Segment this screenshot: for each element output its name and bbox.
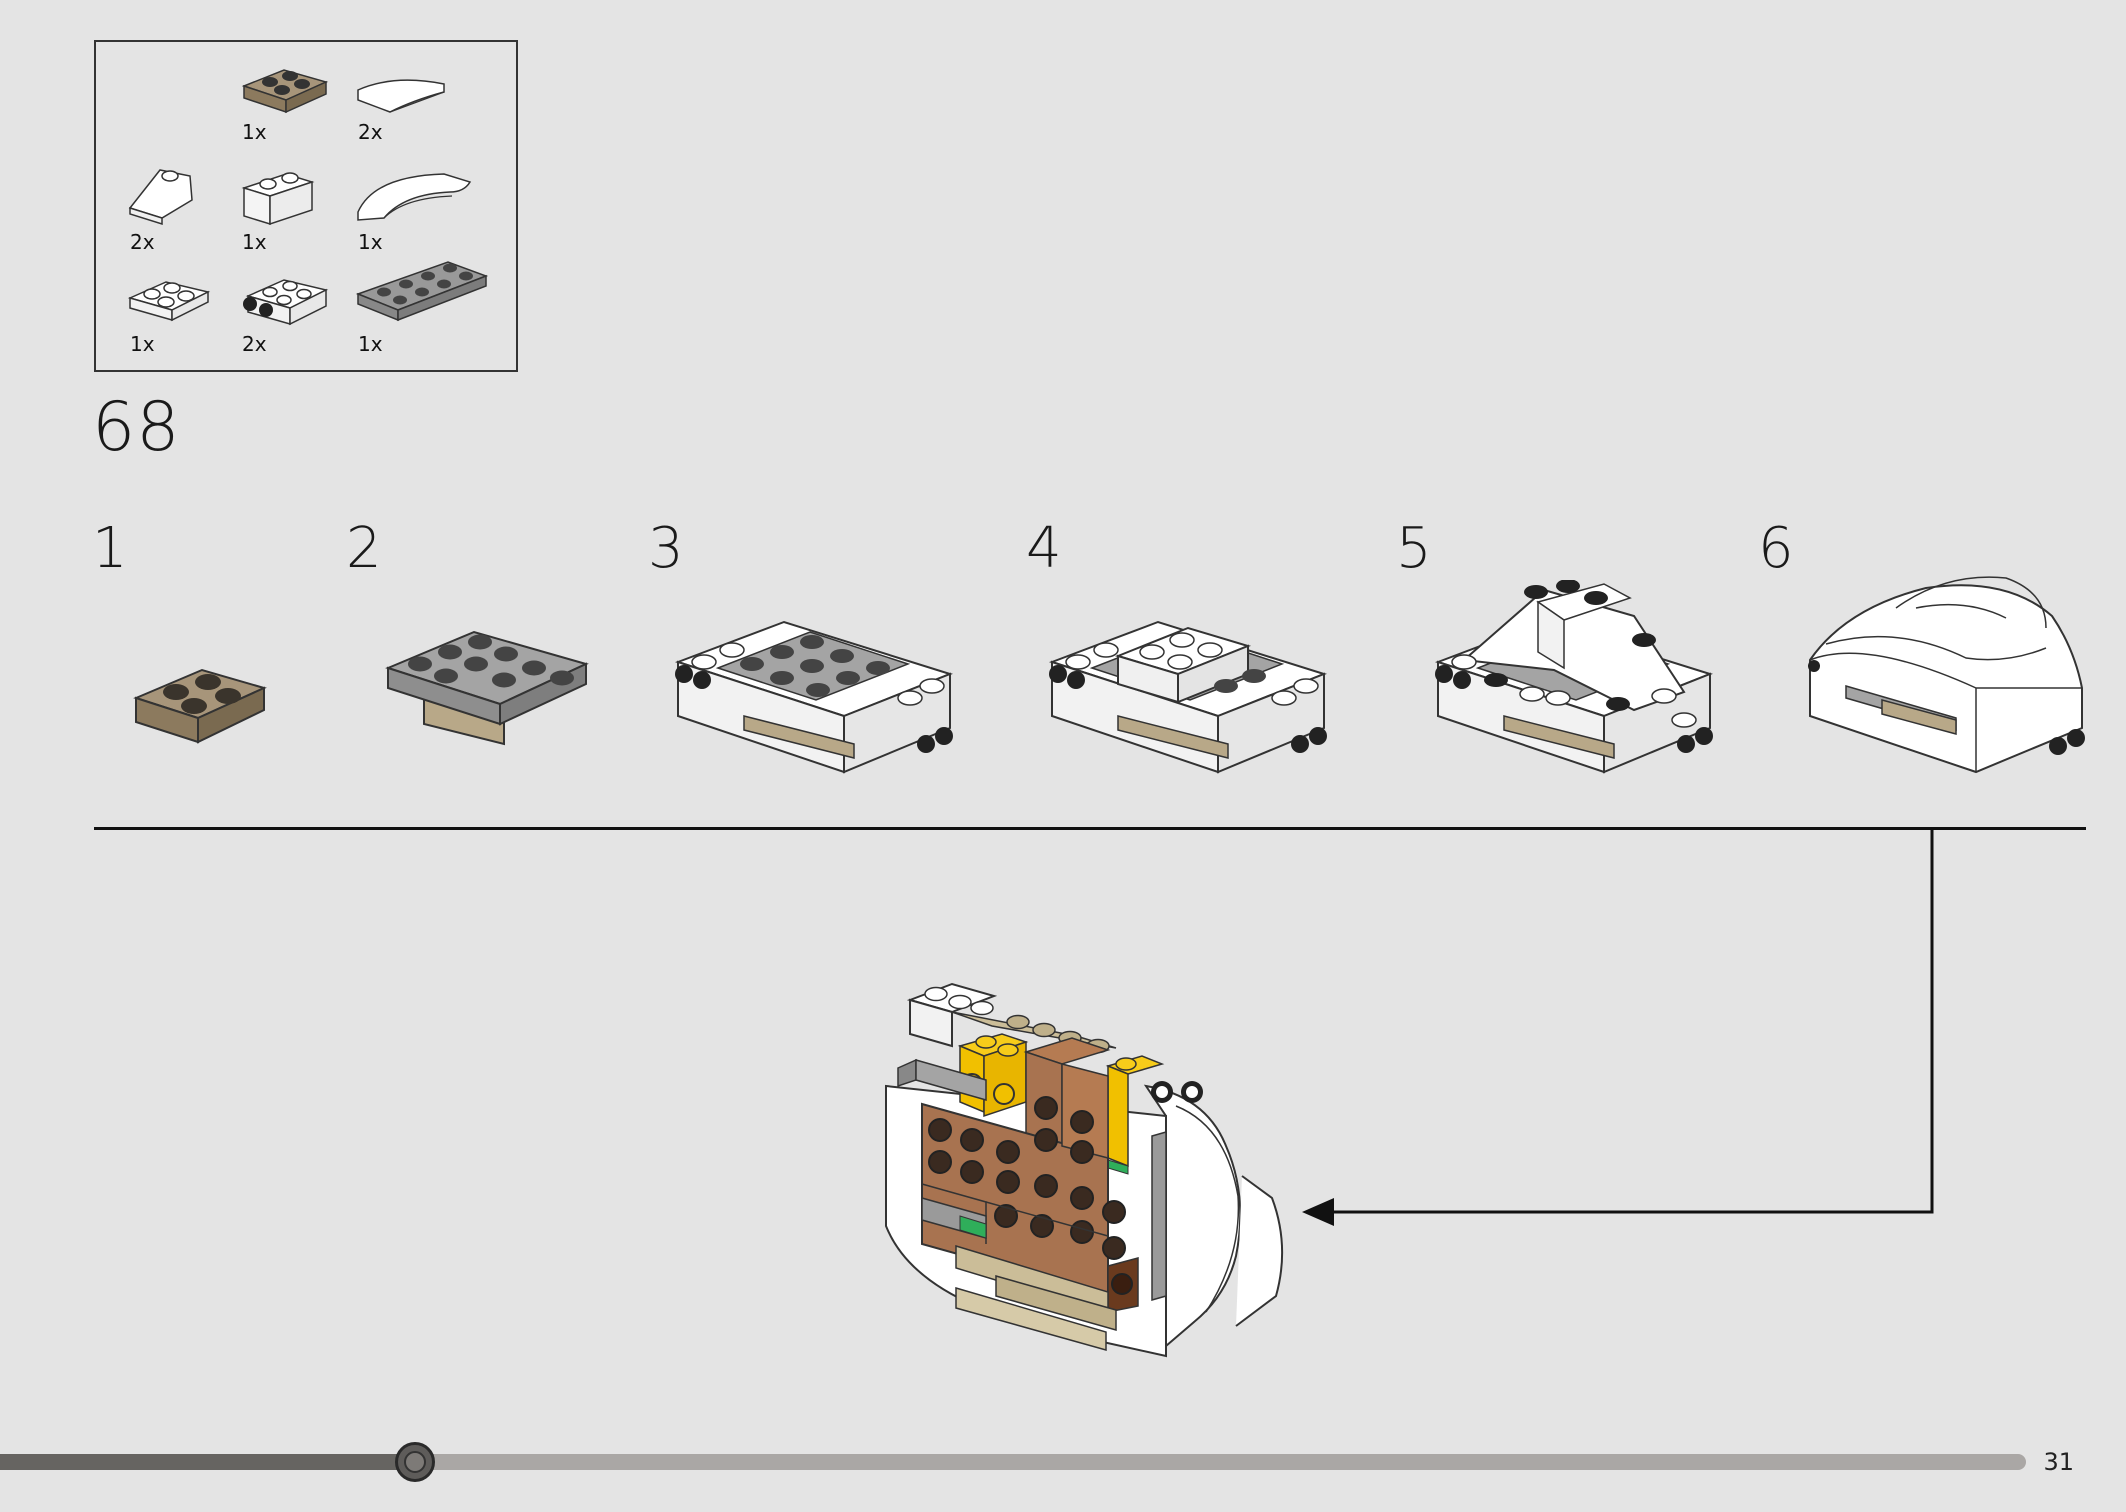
curved-slope-white-icon [357,79,445,113]
part-qty: 1x [242,120,267,144]
substep-2-model [385,630,589,746]
progress-fill [0,1454,415,1470]
substep-label-2: 2 [346,516,382,581]
callout-divider [94,827,2086,830]
plate-2x4-gray-icon [355,261,489,322]
part-qty: 2x [358,120,383,144]
substep-label-4: 4 [1026,516,1062,581]
brick-plate-2x2-tan-icon [241,69,329,114]
substep-label-1: 1 [92,516,128,581]
part-qty: 1x [358,332,383,356]
substep-3-model [674,620,953,774]
substep-4-model [1048,620,1327,774]
brick-studs-side-white-icon [243,279,329,326]
substep-label-3: 3 [648,516,684,581]
long-curved-slope-white-icon [357,173,472,221]
part-qty: 1x [130,332,155,356]
part-qty: 2x [242,332,267,356]
plate-2x2-white-icon [127,281,211,322]
part-qty: 1x [242,230,267,254]
parts-list-box: 1x 2x 2x 1x 1x 1x 2x [94,40,518,372]
callout-arrow [1302,828,1934,1226]
progress-handle[interactable] [395,1442,435,1482]
part-qty: 2x [130,230,155,254]
substep-6-model [1808,576,2085,774]
substep-label-6: 6 [1758,516,1794,581]
main-assembly-model [885,982,1284,1358]
brick-1x2-white-icon [241,172,315,226]
step-number: 68 [92,388,181,467]
part-qty: 1x [358,230,383,254]
substep-label-5: 5 [1396,516,1432,581]
substep-1-model [133,668,267,744]
slope-white-icon [128,169,193,226]
progress-track[interactable] [0,1454,2026,1470]
substep-5-model [1434,580,1713,774]
page-number: 31 [2043,1448,2074,1476]
